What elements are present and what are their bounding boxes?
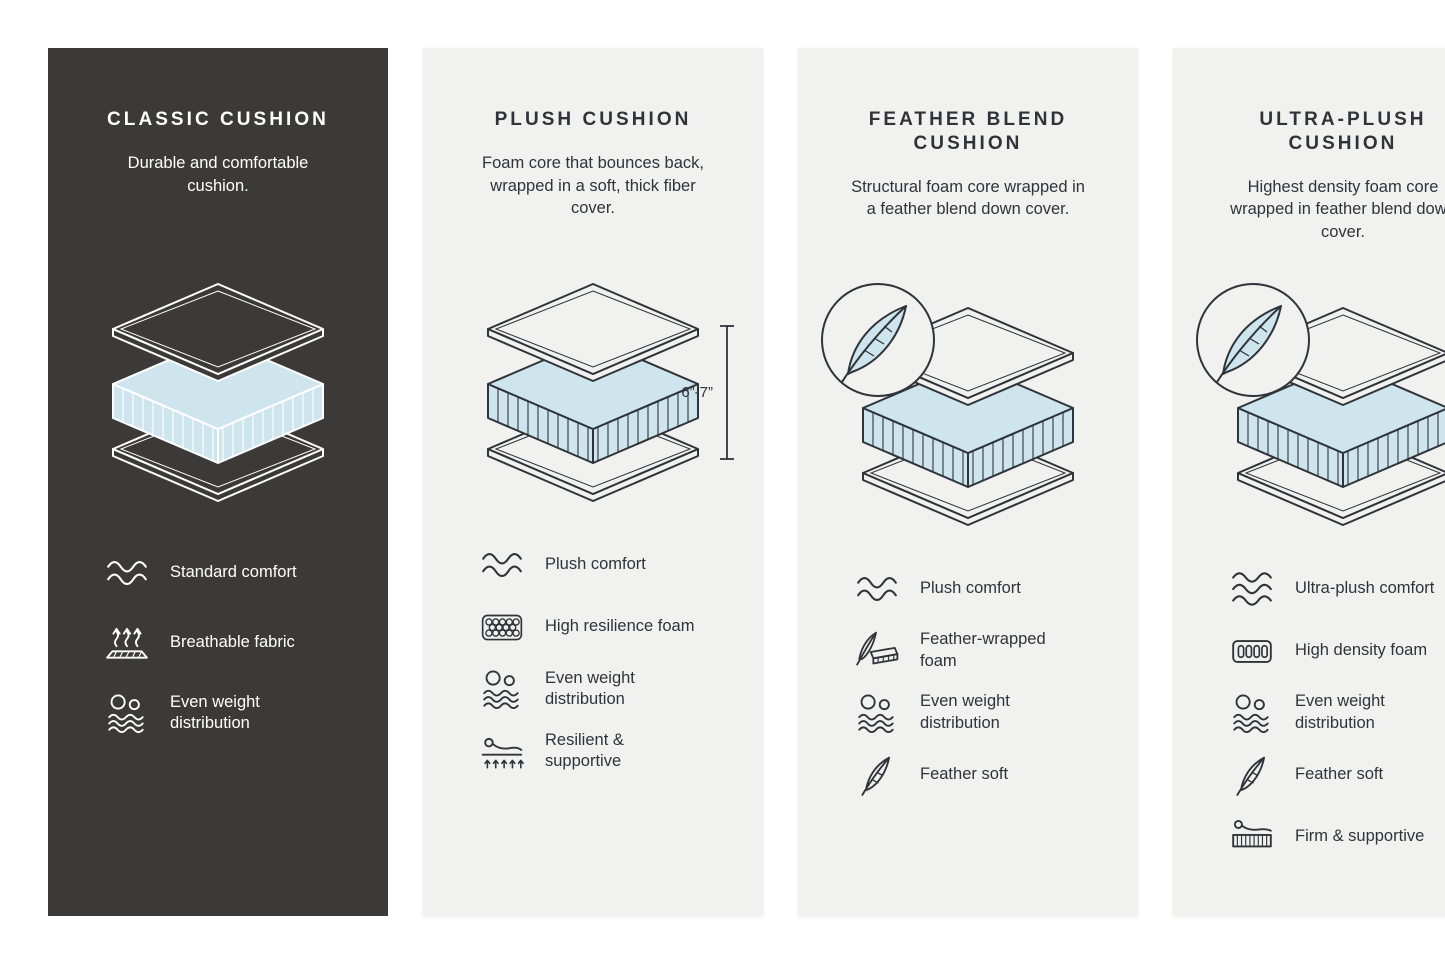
feature-row: Feather soft (852, 752, 1114, 798)
panel-ultra-plush-cushion: ULTRA-PLUSH CUSHION Highest density foam… (1173, 48, 1445, 916)
feature-row: Ultra-plush comfort (1227, 566, 1445, 612)
feather-icon (1227, 752, 1277, 798)
feature-label: Feather soft (920, 764, 1009, 783)
feature-list: Plush comfort High resilience foam Even … (443, 542, 743, 774)
high-density-foam-icon (1227, 628, 1277, 674)
feature-row: Even weight distribution (852, 690, 1114, 736)
feature-label: Even weight distribution (545, 668, 635, 708)
cushion-layers-diagram: 9” (1193, 272, 1445, 540)
feature-label: Plush comfort (545, 555, 646, 574)
feature-label: Plush comfort (920, 578, 1021, 597)
panel-plush-cushion: PLUSH CUSHION Foam core that bounces bac… (423, 48, 763, 916)
panel-title: PLUSH CUSHION (494, 109, 692, 130)
even-weight-icon (1227, 690, 1277, 736)
dimension-marker (720, 325, 734, 461)
feature-label: High resilience foam (545, 617, 695, 636)
firm-supportive-icon (1227, 814, 1277, 860)
panel-classic-cushion: CLASSIC CUSHION Durable and comfortable … (48, 48, 388, 916)
feather-badge (1196, 283, 1310, 397)
feature-row: Even weight distribution (102, 690, 364, 736)
feature-row: Even weight distribution (1227, 690, 1445, 736)
feature-row: Feather soft (1227, 752, 1445, 798)
feature-label: Feather soft (1295, 764, 1384, 783)
panel-feather-blend-cushion: FEATHER BLEND CUSHION Structural foam co… (798, 48, 1138, 916)
feature-row: Plush comfort (852, 566, 1114, 612)
wave-icon (852, 566, 902, 612)
feature-label: Standard comfort (170, 563, 297, 582)
even-weight-icon (102, 690, 152, 736)
feather-icon (852, 752, 902, 798)
feature-row: Breathable fabric (102, 620, 364, 666)
feature-row: Feather-wrapped foam (852, 628, 1114, 674)
feather-wrapped-foam-icon (852, 628, 902, 674)
panel-title: ULTRA-PLUSH CUSHION (1259, 109, 1427, 154)
panel-title: CLASSIC CUSHION (107, 109, 329, 130)
even-weight-icon (852, 690, 902, 736)
panel-title: FEATHER BLEND CUSHION (868, 109, 1068, 154)
cushion-layers-diagram: 6”-7” (443, 248, 743, 516)
feather-badge (821, 283, 935, 397)
feature-row: Resilient & supportive (477, 728, 739, 774)
honeycomb-foam-icon (477, 604, 527, 650)
feature-label: Feather-wrapped foam (920, 630, 1046, 670)
panel-description: Structural foam core wrapped in a feathe… (851, 177, 1085, 219)
cushion-layers-diagram (68, 248, 368, 516)
triple-wave-icon (1227, 566, 1277, 612)
feature-label: Even weight distribution (1295, 692, 1385, 732)
feature-label: Breathable fabric (170, 633, 295, 652)
feature-list: Standard comfort Breathable fabric Even … (68, 550, 368, 736)
feature-label: High density foam (1295, 640, 1428, 659)
feature-label: Even weight distribution (170, 692, 260, 732)
feature-row: High resilience foam (477, 604, 739, 650)
wave-icon (477, 542, 527, 588)
feature-row: Firm & supportive (1227, 814, 1445, 860)
feature-label: Even weight distribution (920, 692, 1010, 732)
panel-description: Foam core that bounces back, wrapped in … (482, 153, 704, 218)
feature-list: Plush comfort Feather-wrapped foam Even … (818, 566, 1118, 798)
even-weight-icon (477, 666, 527, 712)
feature-label: Ultra-plush comfort (1295, 578, 1435, 597)
cushion-layers-diagram (818, 272, 1118, 540)
feature-label: Firm & supportive (1295, 826, 1425, 845)
feature-list: Ultra-plush comfort High density foam Ev… (1193, 566, 1445, 860)
feature-row: Plush comfort (477, 542, 739, 588)
wave-icon (102, 550, 152, 596)
feature-label: Resilient & supportive (545, 730, 624, 770)
breathable-fabric-icon (102, 620, 152, 666)
feature-row: High density foam (1227, 628, 1445, 674)
feature-row: Standard comfort (102, 550, 364, 596)
feature-row: Even weight distribution (477, 666, 739, 712)
resilient-supportive-icon (477, 728, 527, 774)
panel-description: Highest density foam core wrapped in fea… (1230, 177, 1445, 242)
dimension-label: 6”-7” (681, 384, 713, 401)
panel-description: Durable and comfortable cushion. (127, 153, 309, 195)
